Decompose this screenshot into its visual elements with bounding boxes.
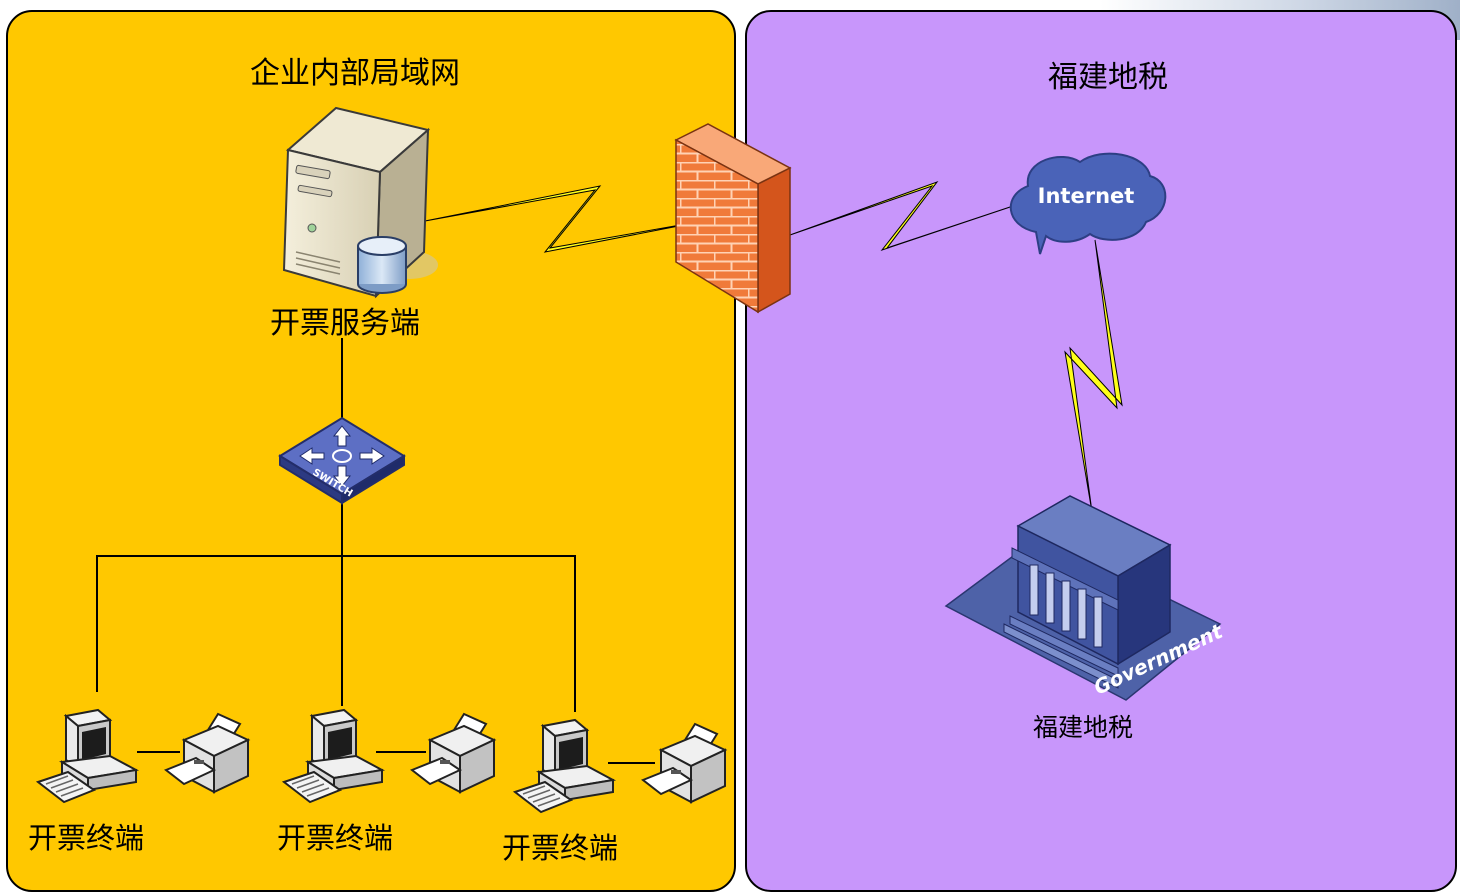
lan-wiring	[96, 338, 655, 764]
terminal-3-icon	[512, 718, 728, 814]
terminal-3-label: 开票终端	[501, 831, 619, 865]
firewall-icon	[674, 123, 792, 314]
terminal-1-icon	[35, 708, 251, 804]
pc-icon	[512, 718, 617, 814]
government-building-icon: Government	[944, 495, 1227, 701]
pc-icon	[35, 708, 140, 804]
government-label: 福建地税	[1032, 713, 1134, 742]
network-switch-icon: SWITCH	[278, 416, 406, 505]
internet-to-government-link	[1064, 239, 1123, 513]
printer-icon	[164, 712, 251, 794]
pc-icon	[281, 708, 386, 804]
printer-icon	[641, 722, 728, 804]
terminal-2-label: 开票终端	[276, 821, 394, 855]
server-icon	[282, 106, 438, 299]
internet-cloud-icon: Internet	[1009, 152, 1167, 255]
tax-zone-title: 福建地税	[1048, 60, 1168, 95]
internet-label: Internet	[1038, 184, 1135, 208]
lan-zone-title: 企业内部局域网	[250, 56, 460, 91]
server-label: 开票服务端	[270, 306, 420, 341]
terminal-2-icon	[281, 708, 497, 804]
firewall-to-internet-link	[789, 180, 1041, 252]
terminal-1-label: 开票终端	[27, 821, 145, 855]
printer-icon	[410, 712, 497, 794]
